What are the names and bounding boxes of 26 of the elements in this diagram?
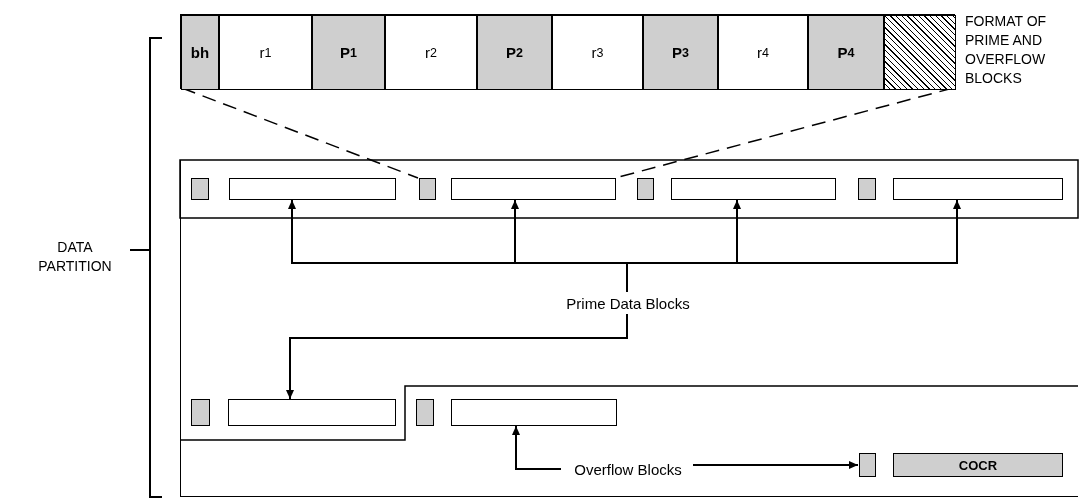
data-block xyxy=(893,178,1063,200)
arrow xyxy=(692,461,859,469)
arrow xyxy=(512,425,562,470)
block-header xyxy=(858,178,876,200)
format-caption: FORMAT OF PRIME AND OVERFLOW BLOCKS xyxy=(965,12,1048,88)
data-block xyxy=(451,178,616,200)
prime-blocks-label: Prime Data Blocks xyxy=(553,292,703,314)
arrow xyxy=(286,313,628,400)
partition-caption: DATA PARTITION xyxy=(37,238,113,276)
data-block xyxy=(228,399,396,426)
unused-space-cell xyxy=(884,15,956,90)
block-header-cell: bh xyxy=(181,15,219,90)
block-header xyxy=(191,399,210,426)
arrow xyxy=(626,199,961,293)
block-header xyxy=(419,178,436,200)
block-format-row xyxy=(180,14,955,89)
block-header xyxy=(637,178,654,200)
block-header xyxy=(859,453,876,477)
cocr-block: COCR xyxy=(893,453,1063,477)
data-block xyxy=(671,178,836,200)
block-header xyxy=(416,399,434,426)
overflow-blocks-label: Overflow Blocks xyxy=(562,458,694,480)
block-header xyxy=(191,178,209,200)
data-block xyxy=(229,178,396,200)
data-partition-area xyxy=(180,160,1078,497)
data-block xyxy=(451,399,617,426)
